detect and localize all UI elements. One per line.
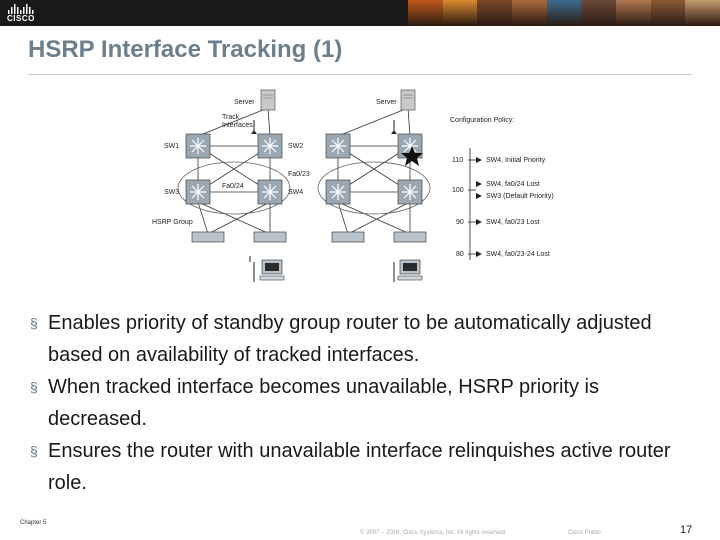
header-photo [512,0,547,26]
header-photo [442,0,478,26]
sw3-label: SW3 [164,189,179,196]
sw1-label: SW1 [164,143,179,150]
header-banner: CISCO [0,0,720,26]
policy-entry: SW4, fa0/23-24 Lost [486,251,550,258]
footer-classification: Cisco Public [568,530,602,536]
access-switch-icon [393,231,427,243]
bullet-item: § Enables priority of standby group rout… [30,307,702,371]
header-photo [408,0,443,26]
fa024-label: Fa0/24 [222,183,244,190]
failure-star-icon [401,146,423,166]
access-switch-icon [191,231,225,243]
header-photo [581,0,617,26]
server-icon [400,89,416,111]
configuration-policy: Configuration Policy: 110 SW4, Initial P… [450,117,554,260]
cisco-logo-bars-icon [8,4,34,14]
right-topology: Server [317,89,431,282]
bullet-marker-icon: § [30,379,38,395]
policy-entry: SW3 (Default Priority) [486,193,554,200]
policy-entry: SW4, fa0/24 Lost [486,181,540,188]
fa023-label: Fa0/23 [288,171,310,178]
header-photo [616,0,651,26]
header-photo [477,0,513,26]
priority-value: 100 [452,187,464,194]
config-policy-title: Configuration Policy: [450,117,514,124]
header-photo [685,0,720,26]
sw4-label: SW4 [288,189,303,196]
header-photo [650,0,686,26]
sw2-label: SW2 [288,143,303,150]
bullet-text: Ensures the router with unavailable inte… [48,440,671,494]
priority-value: 80 [456,251,464,258]
workstation-icon [259,259,285,281]
cisco-logo: CISCO [6,3,46,23]
bullet-list: § Enables priority of standby group rout… [30,307,702,499]
server-label: Server [376,99,397,106]
server-label: Server [234,99,255,106]
workstation-icon [397,259,423,281]
access-switch-icon [253,231,287,243]
header-photo-strip [408,0,720,26]
access-switch-icon [331,231,365,243]
priority-value: 90 [456,219,464,226]
bullet-marker-icon: § [30,443,38,459]
title-divider [28,74,692,75]
bullet-marker-icon: § [30,315,38,331]
hsrp-group-label: HSRP Group [152,219,193,226]
cisco-logo-text: CISCO [7,14,35,23]
footer-chapter: Chapter 5 [20,520,47,526]
bullet-text: Enables priority of standby group router… [48,312,652,366]
page-number: 17 [680,524,693,536]
server-icon [260,89,276,111]
footer-copyright: © 2007 – 2016, Cisco Systems, Inc. All r… [360,530,507,536]
bullet-text: When tracked interface becomes unavailab… [48,376,599,430]
slide-title: HSRP Interface Tracking (1) [28,36,343,63]
bullet-item: § When tracked interface becomes unavail… [30,371,702,435]
policy-entry: SW4, fa0/23 Lost [486,219,540,226]
bullet-item: § Ensures the router with unavailable in… [30,435,702,499]
header-photo [546,0,582,26]
priority-value: 110 [452,157,463,164]
policy-entry: SW4, Initial Priority [486,157,546,164]
